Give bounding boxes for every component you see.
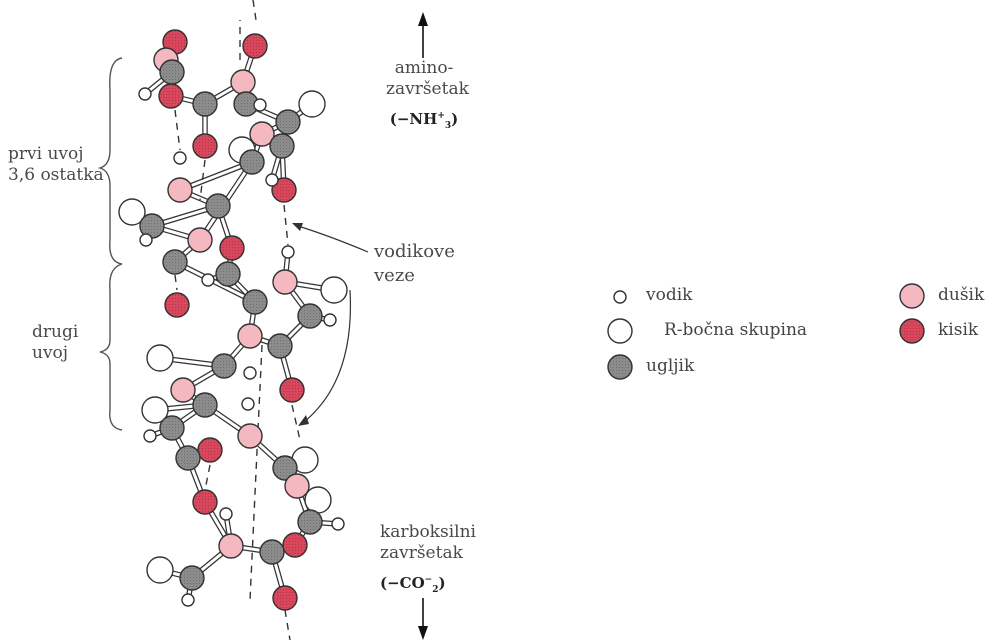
r-group-atom (298, 90, 326, 118)
carboxyl-terminus-label: karboksilni završetak (−CO−2) (380, 522, 476, 595)
carboxyl-arrow-down (418, 598, 428, 640)
oxygen-atom-texture (243, 34, 267, 58)
nitrogen-atom (284, 473, 310, 499)
carbon-atom-texture (276, 110, 300, 134)
carbon-atom-texture (163, 250, 187, 274)
carbon-atom-texture (176, 446, 200, 470)
carbon-atom-texture (270, 134, 294, 158)
oxygen-atom-texture (193, 490, 217, 514)
carbon-atom-texture (268, 334, 292, 358)
carbon-atom-texture (234, 92, 258, 116)
hydrogen-bond (174, 109, 181, 151)
r-group-atom (141, 396, 169, 424)
oxygen-atom-texture (193, 134, 217, 158)
first-turn-label: prvi uvoj 3,6 ostatka (8, 144, 104, 185)
second-turn-brace (99, 263, 123, 431)
hydrogen-bond (204, 464, 211, 491)
hydrogen-bond (249, 344, 263, 601)
carbon-atom-texture (160, 416, 184, 440)
second-turn-label: drugi uvoj (32, 322, 79, 363)
carbon-atom-texture (240, 150, 264, 174)
nitrogen-atom (230, 69, 256, 95)
carbon-atom-texture (260, 540, 284, 564)
hydrogen-bond (199, 159, 206, 201)
carbon-atom-texture (216, 262, 240, 286)
oxygen-atom-texture (159, 84, 183, 108)
nitrogen-atom (249, 121, 275, 147)
oxygen-atom-texture (198, 438, 222, 462)
oxygen-atom-texture (273, 586, 297, 610)
nitrogen-atom (187, 227, 213, 253)
carbon-atom-texture (160, 60, 184, 84)
r-group-atom (320, 276, 348, 304)
hbond-leader-upper (297, 225, 369, 253)
hydrogen-atom (331, 517, 345, 531)
legend-nitrogen-label: dušik (938, 285, 985, 305)
r-group-atom (118, 198, 146, 226)
oxygen-atom-texture (272, 178, 296, 202)
r-group-atom (146, 344, 174, 372)
hydrogen-bond (174, 274, 178, 291)
carbon-atom-texture (243, 290, 267, 314)
amino-arrow-up (418, 12, 428, 58)
legend-oxygen-label: kisik (938, 320, 979, 340)
nitrogen-atom (272, 269, 298, 295)
legend-hydrogen-label: vodik (646, 285, 693, 305)
legend-carbon-label: ugljik (646, 356, 695, 376)
nitrogen-atom (237, 423, 263, 449)
oxygen-atom-texture (283, 533, 307, 557)
nitrogen-atom (218, 533, 244, 559)
hydrogen-atom (253, 98, 267, 112)
hydrogen-atom (219, 507, 233, 521)
hydrogen-atom (201, 273, 215, 287)
hydrogen-atom (138, 87, 152, 101)
atoms (118, 29, 348, 611)
carbon-atom-texture (140, 214, 164, 238)
hydrogen-bond (283, 204, 289, 246)
carbon-atom-texture (212, 354, 236, 378)
carbon-atom-texture (273, 456, 297, 480)
hydrogen-atom (241, 397, 255, 411)
bond (173, 260, 257, 304)
amino-terminus-label: amino- završetak (−NH+3) (386, 58, 469, 131)
hydrogen-atom (143, 429, 157, 443)
carbon-atom-texture (193, 92, 217, 116)
nitrogen-atom (167, 177, 193, 203)
r-group-atom (304, 486, 332, 514)
hydrogen-atom (181, 593, 195, 607)
nitrogen-atom (170, 377, 196, 403)
hydrogen-bonds-label: vodikove veze (374, 241, 455, 286)
hydrogen-bond-dashes (174, 0, 301, 641)
hbond-leader-lower (303, 289, 352, 423)
hydrogen-atom (265, 173, 279, 187)
oxygen-atom-texture (220, 236, 244, 260)
carbon-atom-texture (193, 393, 217, 417)
hydrogen-atom (323, 313, 337, 327)
hydrogen-bond (252, 0, 257, 21)
hydrogen-atom (173, 151, 187, 165)
nitrogen-atom (237, 323, 263, 349)
carbon-atom-texture (298, 510, 322, 534)
legend-r-group-label: R-bočna skupina (664, 320, 808, 340)
hydrogen-bond (284, 609, 291, 641)
oxygen-atom-texture (165, 293, 189, 317)
carbon-atom-texture (180, 566, 204, 590)
r-group-atom (146, 556, 174, 584)
carbon-atom-texture (298, 304, 322, 328)
bond (178, 160, 254, 192)
hydrogen-atom (281, 245, 295, 259)
carbon-atom-texture (206, 194, 230, 218)
first-turn-brace (97, 57, 123, 265)
hydrogen-atom (139, 233, 153, 247)
oxygen-atom-texture (280, 378, 304, 402)
hydrogen-atom (243, 366, 257, 380)
hydrogen-bond (291, 404, 301, 441)
